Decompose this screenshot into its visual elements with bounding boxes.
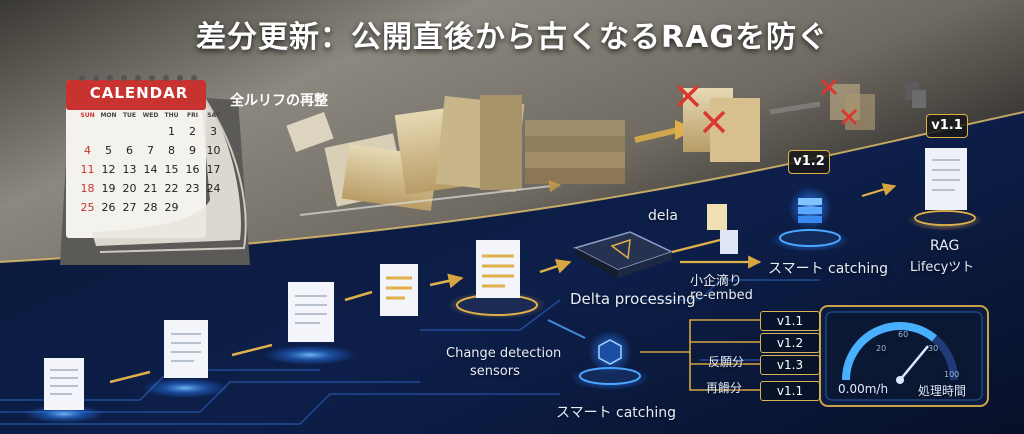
rag-label-line1: RAG [930,238,960,254]
calendar-day: 5 [105,144,112,157]
gauge-tick-1: 20 [876,344,887,353]
calendar-day: 23 [185,182,200,195]
full-reorg-label: 全ルリフの再整 [230,93,328,109]
calendar-day: 8 [168,144,175,157]
calendar-day: 28 [143,201,158,214]
delta-doc-icon [707,204,727,230]
reembed-doc-icon [720,230,738,254]
gauge-tick-4: 100 [944,370,960,379]
gauge-panel [819,305,989,407]
calendar-day: 25 [80,201,95,214]
change-detection-label-line2: sensors [470,364,520,379]
aging-documents [286,78,926,216]
page-title: 差分更新：公開直後から古くなるRAGを防ぐ [196,20,828,55]
calendar-illustration [60,75,250,265]
calendar-day: 10 [206,144,221,157]
version-box-1: v1.1 [760,311,820,331]
calendar-day: 4 [84,144,91,157]
calendar-weekday: WED [142,112,159,119]
calendar-day: 16 [185,163,200,176]
gauge-readout: 0.00m/h [838,382,889,396]
smart-catching-bottom-label: スマート catching [556,405,677,421]
gauge-tick-2: 60 [898,330,909,339]
calendar-day: 19 [101,182,116,195]
gauge-label: 処理時間 [918,384,967,398]
calendar-day: 18 [80,182,95,195]
calendar-day: 17 [206,163,221,176]
calendar-weekday: FRI [187,112,198,119]
calendar-weekday: TUE [122,112,137,119]
pipeline-stages [24,240,572,423]
calendar-weekday: THU [164,112,179,119]
calendar-day: 26 [101,201,116,214]
calendar-day: 11 [80,163,95,176]
calendar-day: 22 [164,182,179,195]
calendar-weekday: SUN [80,112,95,119]
calendar-header-bar [66,80,206,110]
calendar-day: 27 [122,201,137,214]
smart-catching-node-top [770,183,897,252]
version-prefix-4: 再餶分 [706,381,743,395]
calendar-day: 7 [147,144,154,157]
dela-label: dela [648,208,678,224]
calendar-day: 2 [189,125,196,138]
version-box-2: v1.2 [760,333,820,353]
version-box-3: v1.3 [760,355,820,375]
calendar-weekday: SAT [207,112,220,119]
delta-processing-label: Delta processing [570,290,696,308]
calendar-day [183,201,202,214]
calendar-day [99,125,118,138]
version-prefix-3: 反願分 [708,355,745,369]
calendar-day: 12 [101,163,116,176]
calendar-day: 15 [164,163,179,176]
calendar-day: 29 [164,201,179,214]
smart-catching-top-label: スマート catching [768,261,889,277]
version-box-4: v1.1 [760,381,820,401]
gauge-tick-3: 30 [928,344,939,353]
delta-processing-chip [572,231,760,278]
calendar-day [141,125,160,138]
calendar-day [204,201,223,214]
calendar-day [120,125,139,138]
rag-lifecycle-node [907,148,983,231]
small-reembed-label-line1: 小企滴り [690,274,743,289]
highlighted-lines [386,254,514,300]
document-text-lines [50,295,327,395]
calendar-day: 20 [122,182,137,195]
calendar-day: 1 [168,125,175,138]
calendar-day: 9 [189,144,196,157]
small-reembed-label-line2: re-embed [690,288,753,303]
calendar-day [78,125,97,138]
calendar-day: 21 [143,182,158,195]
calendar-weekday: MON [100,112,117,119]
smart-catching-node-bottom [547,319,650,390]
version-branches [640,319,830,391]
version-tag-top-v11: v1.1 [926,114,968,138]
rag-label-line2: Lifecyツト [910,260,975,275]
calendar-day: 13 [122,163,137,176]
calendar-header: CALENDAR [89,84,189,102]
change-detection-label-line1: Change detection [446,346,562,361]
calendar-day: 24 [206,182,221,195]
calendar-day: 14 [143,163,158,176]
calendar-day: 6 [126,144,133,157]
version-tag-top-v12: v1.2 [788,150,830,174]
calendar-day: 3 [210,125,217,138]
